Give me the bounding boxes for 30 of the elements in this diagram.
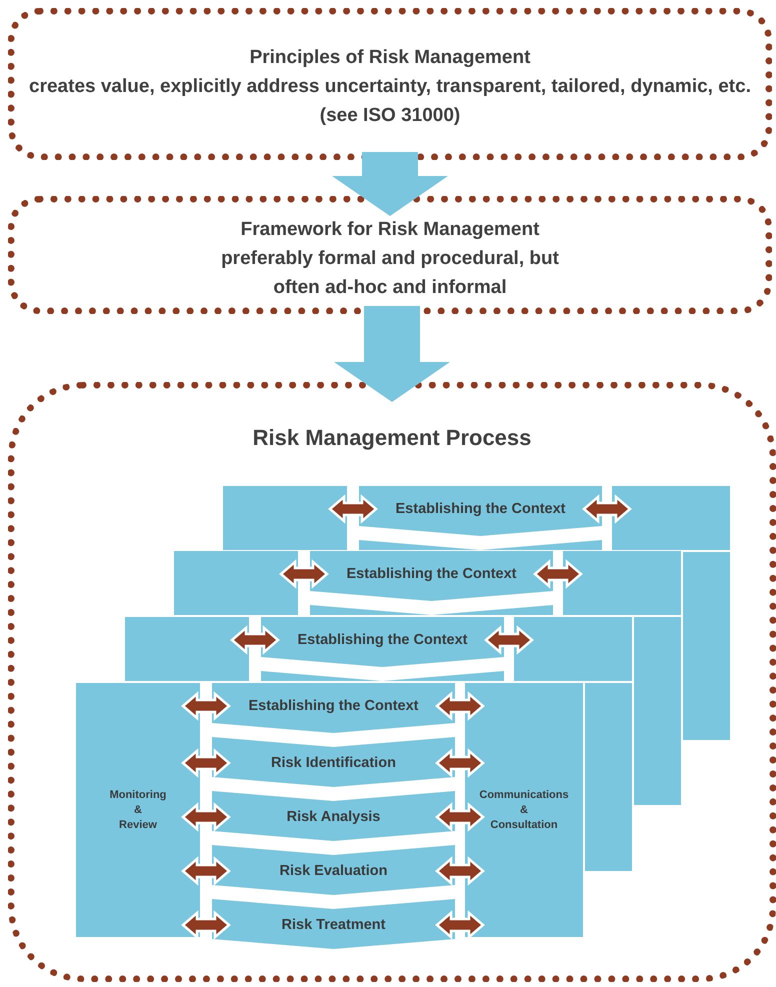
- double-arrow: [435, 910, 485, 940]
- step-label: Risk Treatment: [282, 916, 386, 934]
- step-label: Establishing the Context: [394, 500, 566, 518]
- process-panel: [8, 382, 776, 982]
- step-label: Establishing the Context: [248, 697, 418, 715]
- double-arrow: [435, 802, 485, 832]
- side-column: [465, 683, 583, 937]
- double-arrow: [181, 910, 231, 940]
- double-arrow: [181, 856, 231, 886]
- block-arrow: [334, 306, 450, 402]
- panel-heading: Risk Management Process: [252, 424, 532, 452]
- block-arrow: [332, 152, 448, 216]
- double-arrow: [435, 691, 485, 721]
- double-arrow: [435, 856, 485, 886]
- panel-heading: Principles of Risk Management: [248, 46, 532, 70]
- panel-description: creates value, explicitly address uncertainty, transparent, tailored, dynamic, etc. (see ISO 31000): [28, 75, 752, 128]
- panel-description: preferably formal and procedural, but often ad-hoc and informal: [220, 247, 560, 300]
- double-arrow: [435, 748, 485, 778]
- panel-heading: Framework for Risk Management: [240, 218, 540, 242]
- side-column: [76, 683, 200, 937]
- column-label: Monitoring & Review: [110, 788, 166, 832]
- step-label: Risk Evaluation: [280, 862, 388, 880]
- double-arrow: [181, 748, 231, 778]
- step-label: Establishing the Context: [346, 565, 518, 583]
- double-arrow: [181, 691, 231, 721]
- step-label: Risk Identification: [271, 754, 396, 772]
- double-arrow: [181, 802, 231, 832]
- step-label: Establishing the Context: [296, 631, 468, 649]
- column-label: Communications & Consultation: [479, 788, 569, 832]
- step-label: Risk Analysis: [286, 808, 380, 826]
